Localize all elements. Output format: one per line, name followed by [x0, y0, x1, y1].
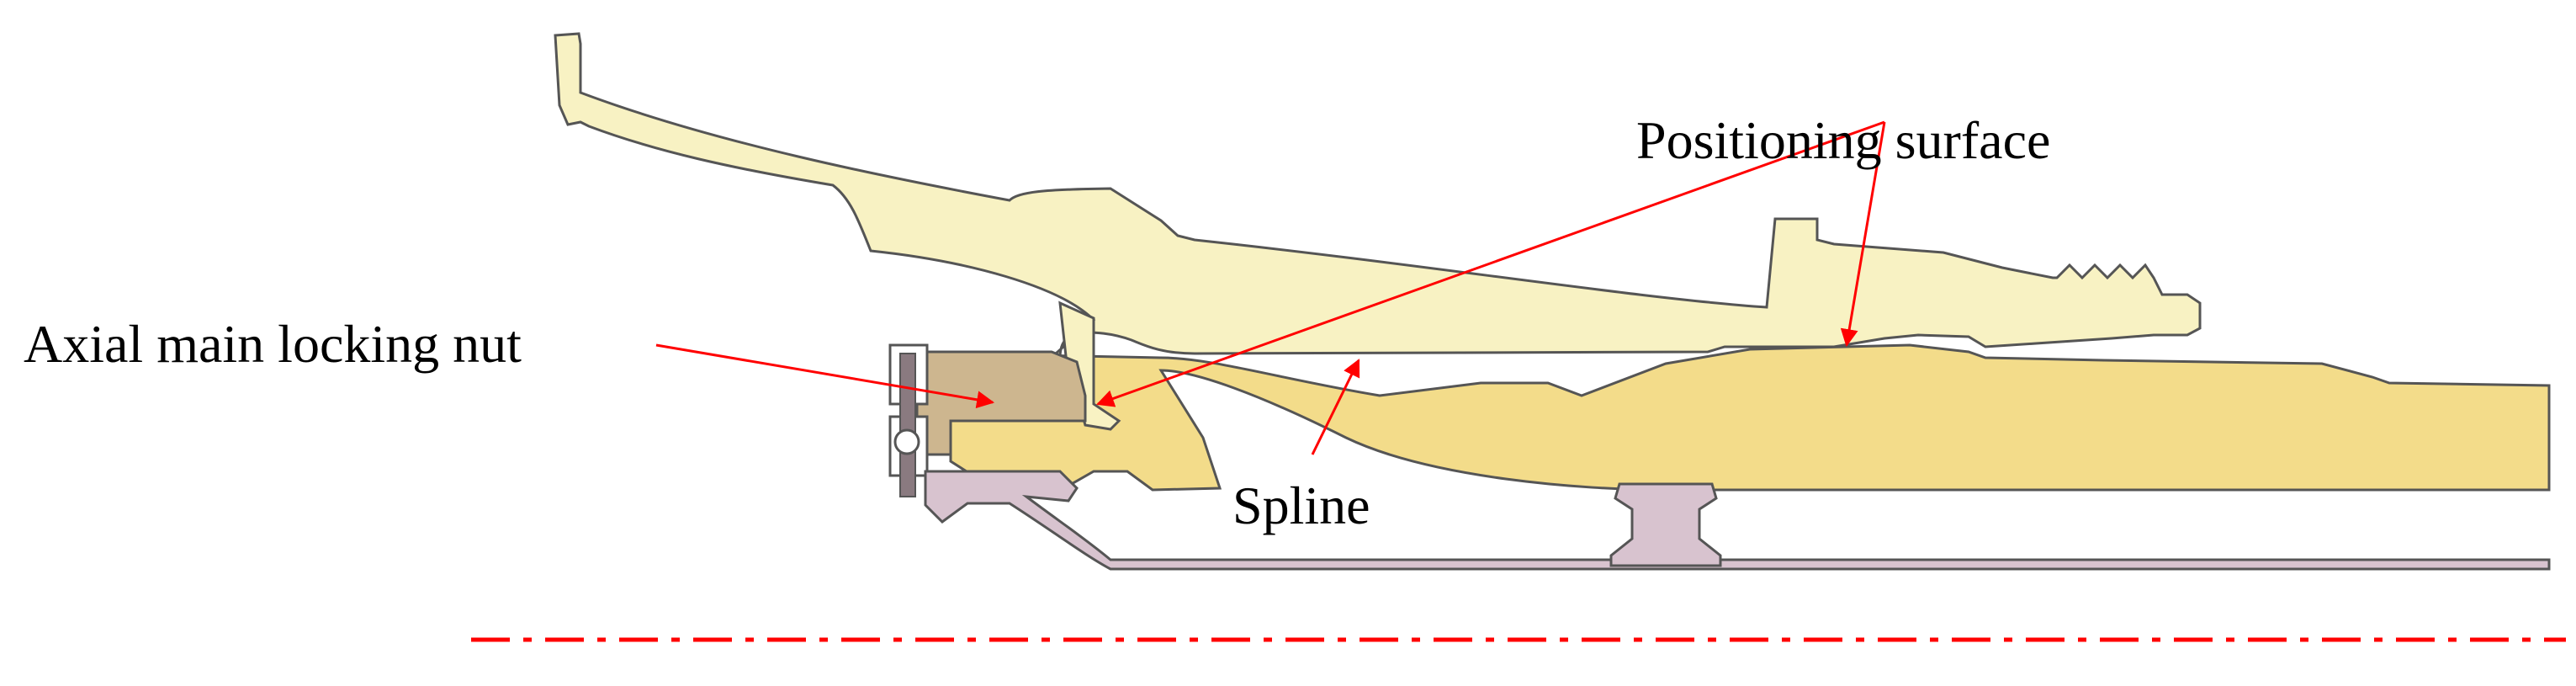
mid-support-bracket	[1609, 482, 1722, 567]
arrow-spline	[1311, 359, 1360, 455]
arrow-axial-nut	[655, 343, 995, 409]
shaft-sleeve	[949, 343, 2551, 492]
locking-plate	[899, 353, 916, 497]
label-positioning-surface: Positioning surface	[1636, 110, 2050, 170]
disc-body	[554, 32, 2202, 397]
inner-support-bracket	[924, 470, 2551, 571]
arrow-positioning-to-sleeve	[1840, 121, 1886, 348]
label-spline: Spline	[1232, 476, 1370, 535]
bolt-head	[893, 428, 920, 455]
arrow-positioning-to-disc	[1096, 120, 1885, 407]
label-axial-main-locking-nut: Axial main locking nut	[24, 314, 522, 374]
